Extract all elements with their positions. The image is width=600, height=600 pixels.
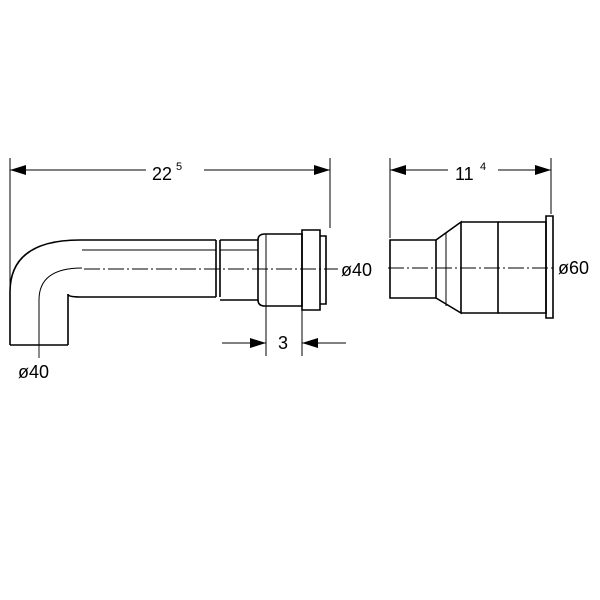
dimension-sup-elbow-length: 5	[176, 161, 182, 173]
elbow-pipe	[9, 229, 327, 346]
dimension-elbow-length: 22 5	[9, 158, 331, 290]
diameter-label-elbow-bottom: ø40	[18, 362, 49, 382]
dimension-label-adapter-length: 11	[455, 164, 474, 184]
dimension-label-insert-depth: 3	[278, 333, 288, 353]
dimension-insert-depth: 3	[222, 306, 346, 356]
diameter-label-adapter: ø60	[558, 258, 589, 278]
dimension-sup-adapter-length: 4	[480, 161, 486, 173]
adapter-fitting	[389, 215, 554, 319]
dimension-adapter-length: 11 4	[389, 158, 552, 238]
dimension-label-elbow-length: 22	[152, 164, 172, 184]
diameter-label-elbow-end: ø40	[341, 260, 372, 280]
